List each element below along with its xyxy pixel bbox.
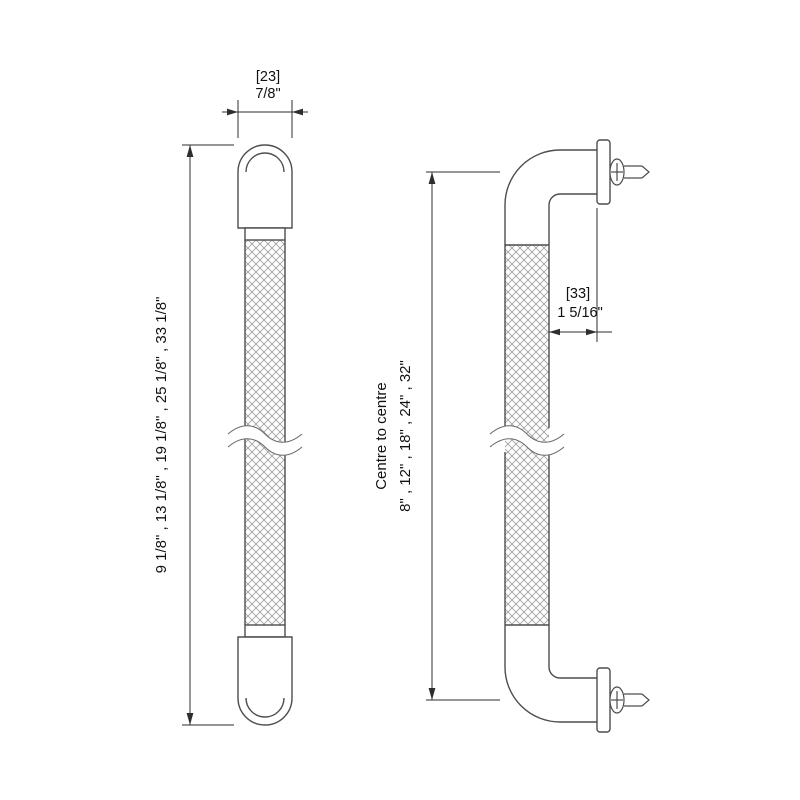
side-bottom-flange <box>596 667 611 733</box>
side-top-elbow-inner <box>548 193 597 428</box>
bottom-screw-tip <box>641 693 650 707</box>
top-screw-tip <box>641 165 650 179</box>
width-arrow-left <box>227 108 238 116</box>
front-break-band <box>228 425 302 456</box>
side-break-wave-bottom <box>489 438 565 456</box>
side-break-wave-top <box>489 425 565 443</box>
side-view <box>489 139 650 733</box>
front-bottom-cap-inner-arc <box>245 697 285 718</box>
c2c-label: Centre to centre <box>373 382 390 490</box>
front-break-wave-top <box>227 425 303 443</box>
front-top-cap-inner-arc <box>245 152 285 173</box>
front-view <box>227 144 303 726</box>
side-bottom-elbow-outer <box>504 452 597 723</box>
width-dim-metric: [23] <box>256 69 280 85</box>
projection-arrow-right <box>586 328 597 336</box>
front-break-wave-bottom <box>227 438 303 456</box>
overall-arrow-top <box>186 145 194 157</box>
width-dimension: [23] 7/8" <box>222 69 308 138</box>
width-dim-imperial: 7/8" <box>255 86 280 102</box>
projection-arrow-left <box>549 328 560 336</box>
c2c-arrow-bottom <box>428 688 436 700</box>
side-top-flange <box>596 139 611 205</box>
projection-dimension: [33] 1 5/16" <box>549 208 612 342</box>
front-bottom-cap <box>237 636 293 726</box>
side-bottom-elbow-inner <box>548 452 597 679</box>
front-top-cap <box>237 144 293 229</box>
bottom-screw <box>609 686 650 714</box>
projection-dim-imperial: 1 5/16" <box>557 305 602 321</box>
c2c-arrow-top <box>428 172 436 184</box>
side-top-elbow-outer <box>504 149 597 428</box>
side-break-band <box>490 425 564 456</box>
centre-to-centre-dimension: Centre to centre 8" , 12" , 18" , 24" , … <box>373 171 500 701</box>
overall-length-values: 9 1/8" , 13 1/8" , 19 1/8" , 25 1/8" , 3… <box>153 297 170 574</box>
front-top-collar <box>244 227 286 241</box>
overall-arrow-bottom <box>186 713 194 725</box>
projection-dim-metric: [33] <box>566 286 590 302</box>
overall-length-dimension: 9 1/8" , 13 1/8" , 19 1/8" , 25 1/8" , 3… <box>153 144 234 726</box>
width-arrow-right <box>292 108 303 116</box>
top-screw <box>609 158 650 186</box>
c2c-values: 8" , 12" , 18" , 24" , 32" <box>397 360 414 512</box>
front-bottom-collar <box>244 624 286 638</box>
